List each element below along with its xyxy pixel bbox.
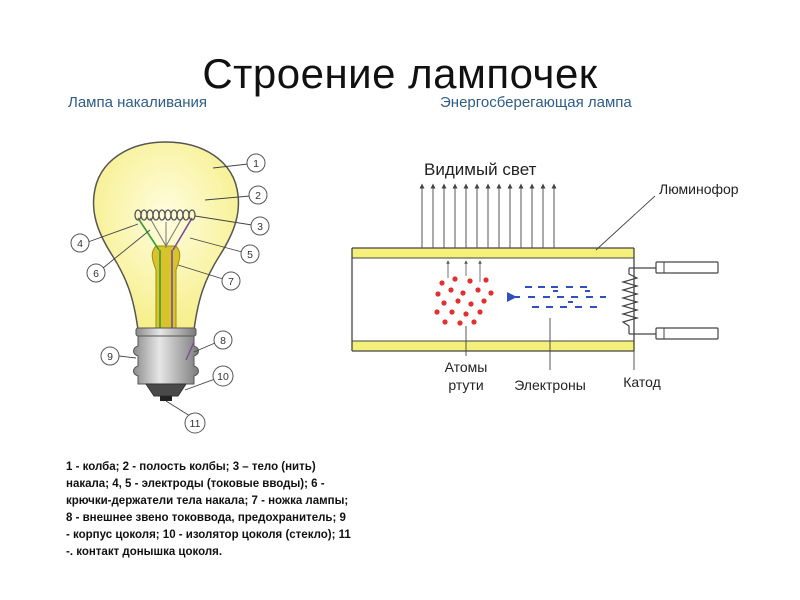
holder-hooks	[149, 217, 183, 248]
incandescent-bulb: 1 2 3 4 5 6 7 8 9 10 11	[70, 141, 270, 434]
svg-text:6: 6	[93, 268, 99, 280]
marker-7: 7	[177, 264, 241, 291]
svg-text:8: 8	[220, 335, 226, 347]
page-title: Строение лампочек	[202, 50, 598, 97]
filament-coil	[134, 209, 196, 221]
svg-text:7: 7	[228, 276, 234, 288]
pin-bottom	[655, 327, 719, 340]
fluorescent-tube: Видимый свет Люминофор Атомы ртути Элект…	[351, 160, 739, 393]
light-rays	[419, 183, 557, 248]
bulb-markers: 1 2 3 4 5 6 7 8 9 10 11	[70, 153, 270, 434]
phosphor-bottom-band	[352, 341, 634, 351]
energy-saving-subtitle: Энергосберегающая лампа	[440, 94, 632, 111]
bulb-stem	[151, 245, 181, 331]
label-mercury-line2: ртути	[448, 377, 483, 393]
svg-text:10: 10	[217, 371, 229, 383]
marker-8: 8	[193, 330, 233, 353]
svg-text:11: 11	[190, 418, 201, 430]
electrons	[507, 286, 606, 308]
svg-text:1: 1	[253, 158, 259, 170]
label-mercury-line1: Атомы	[445, 359, 488, 375]
mercury-atoms	[434, 276, 494, 326]
marker-10: 10	[184, 365, 234, 391]
pin-top	[655, 261, 719, 274]
label-phosphor: Люминофор	[659, 181, 739, 197]
marker-6: 6	[86, 229, 151, 283]
bulb-parts-legend: 1 - колба; 2 - полость колбы; 3 – тело (…	[66, 461, 351, 558]
incandescent-subtitle: Лампа накаливания	[68, 94, 208, 111]
marker-9: 9	[100, 346, 137, 366]
label-electrons: Электроны	[514, 377, 586, 393]
tube-leader-lines	[465, 195, 656, 370]
svg-text:9: 9	[107, 351, 113, 363]
svg-text:3: 3	[257, 221, 263, 233]
phosphor-top-band	[352, 248, 634, 258]
svg-text:5: 5	[247, 249, 253, 261]
svg-text:2: 2	[255, 190, 261, 202]
marker-11: 11	[165, 400, 206, 434]
marker-4: 4	[70, 223, 139, 253]
cathode-coil	[620, 268, 640, 334]
marker-2: 2	[204, 185, 268, 205]
label-cathode: Катод	[623, 374, 661, 390]
svg-text:4: 4	[77, 238, 83, 250]
marker-3: 3	[194, 215, 270, 236]
bulb-base	[133, 327, 199, 401]
marker-5: 5	[189, 237, 260, 264]
uv-arrows	[446, 260, 482, 282]
marker-1: 1	[212, 153, 266, 173]
label-visible-light: Видимый свет	[424, 160, 537, 179]
